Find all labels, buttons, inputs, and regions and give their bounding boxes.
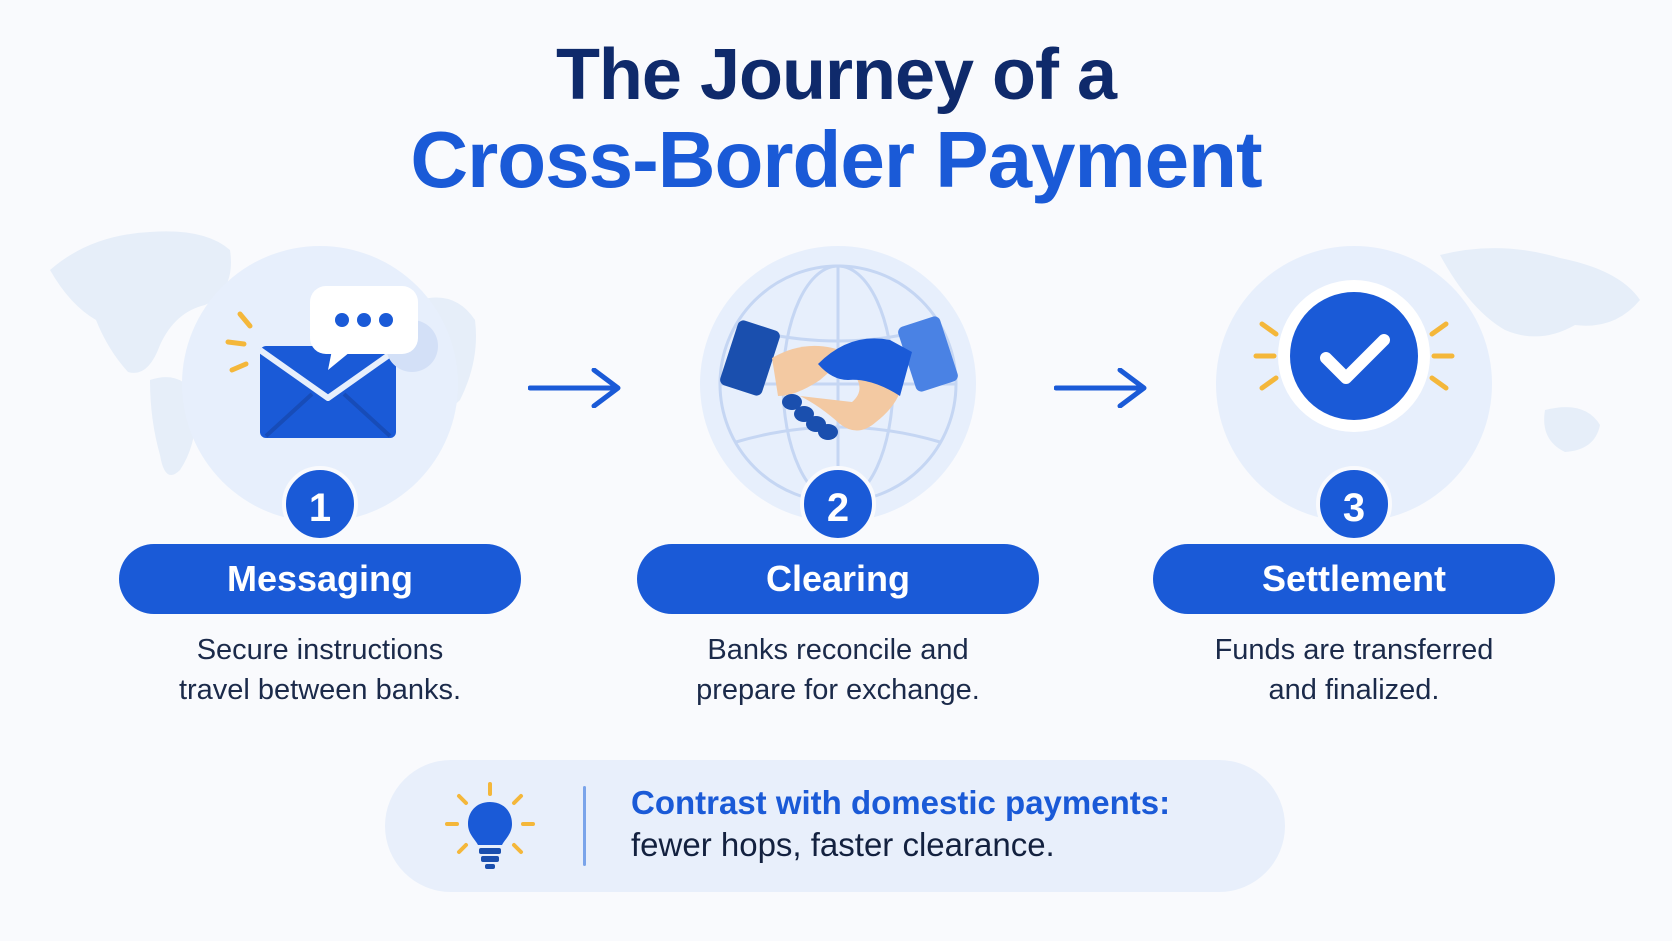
step-label: Clearing — [637, 544, 1039, 614]
title-line-1: The Journey of a — [555, 35, 1117, 115]
description-line: Secure instructions — [196, 634, 444, 666]
step-number: 2 — [800, 466, 876, 542]
arrow-right-icon — [1054, 368, 1147, 408]
step-number: 1 — [282, 466, 358, 542]
step-messaging: 1 Messaging Secure instructions travel b… — [110, 0, 530, 941]
arrow-right-icon — [528, 368, 621, 408]
step-description: Funds are transferred and finalized. — [1144, 630, 1564, 710]
description-line: prepare for exchange. — [696, 674, 980, 706]
description-line: travel between banks. — [178, 674, 462, 706]
description-line: Banks reconcile and — [707, 634, 969, 666]
step-label: Messaging — [119, 544, 521, 614]
lightbulb-icon — [445, 782, 535, 869]
description-line: and finalized. — [1268, 674, 1440, 706]
step-label: Settlement — [1153, 544, 1555, 614]
step-number: 3 — [1316, 466, 1392, 542]
note-divider — [583, 786, 586, 866]
checkmark-icon — [1253, 280, 1455, 432]
description-line: Funds are transferred — [1214, 634, 1494, 666]
step-clearing: 2 Clearing Banks reconcile and prepare f… — [628, 0, 1048, 941]
step-description: Secure instructions travel between banks… — [110, 630, 530, 710]
comparison-note: Contrast with domestic payments: fewer h… — [385, 760, 1285, 892]
handshake-globe-icon — [718, 264, 958, 504]
envelope-chat-icon — [225, 286, 438, 438]
note-heading: Contrast with domestic payments: — [631, 784, 1171, 821]
note-text: fewer hops, faster clearance. — [631, 826, 1055, 863]
step-description: Banks reconcile and prepare for exchange… — [628, 630, 1048, 710]
title-line-2: Cross-Border Payment — [410, 115, 1262, 204]
step-settlement: 3 Settlement Funds are transferred and f… — [1144, 0, 1564, 941]
